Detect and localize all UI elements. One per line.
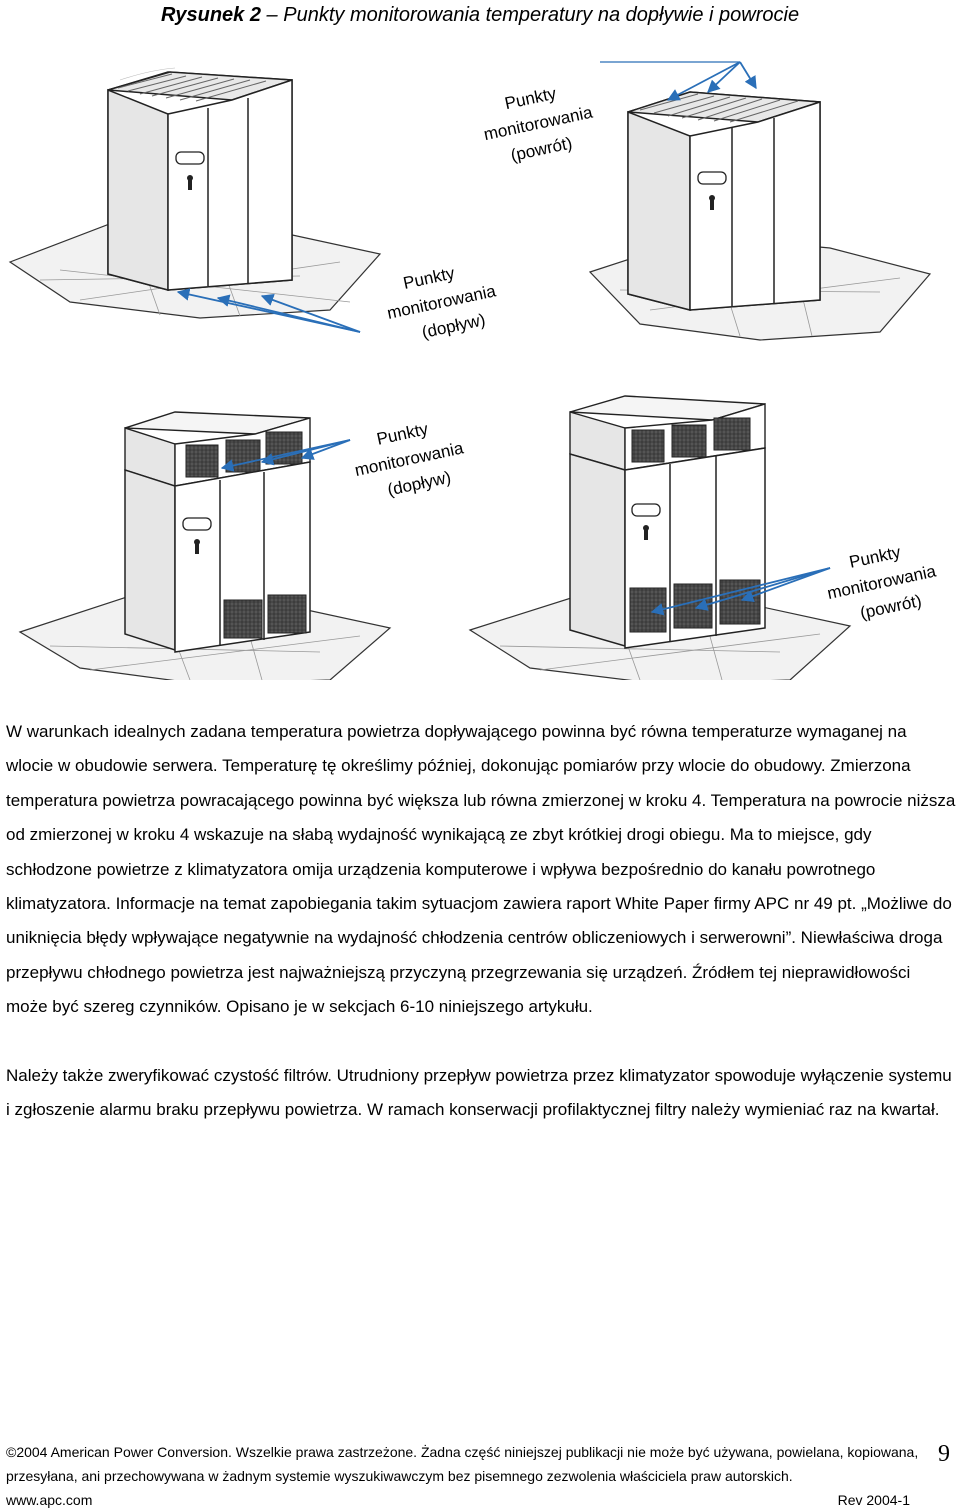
figure-caption: Punkty monitorowania temperatury na dopł… — [283, 4, 800, 26]
svg-text:monitorowania: monitorowania — [826, 561, 939, 603]
page-number: 9 — [938, 1441, 950, 1467]
svg-text:Punkty: Punkty — [375, 419, 430, 448]
svg-text:(dopływ): (dopływ) — [420, 310, 487, 342]
body-text: W warunkach idealnych zadana temperatura… — [6, 715, 956, 1127]
svg-text:Punkty: Punkty — [402, 263, 457, 292]
svg-text:(dopływ): (dopływ) — [386, 468, 453, 500]
footer-url[interactable]: www.apc.com — [6, 1492, 93, 1508]
footer-revision: Rev 2004-1 — [837, 1492, 910, 1508]
cabinet-bottom-right — [468, 395, 852, 680]
label-supply-top: Punkty monitorowania (dopływ) — [385, 263, 498, 342]
label-supply-mid: Punkty monitorowania (dopływ) — [353, 419, 466, 500]
paragraph-2: Należy także zweryfikować czystość filtr… — [6, 1065, 952, 1120]
svg-text:(powrót): (powrót) — [509, 133, 574, 165]
svg-text:monitorowania: monitorowania — [482, 103, 595, 145]
svg-text:Punkty: Punkty — [848, 542, 903, 571]
figure-title: Rysunek 2 – Punkty monitorowania tempera… — [0, 4, 960, 27]
cabinet-diagram: Punkty monitorowania (powrót) Punkty mon… — [0, 40, 960, 680]
cabinet-top-left — [8, 67, 382, 319]
svg-text:Punkty: Punkty — [503, 84, 558, 113]
label-return-top: Punkty monitorowania (powrót) — [482, 84, 595, 165]
footer-copyright: ©2004 American Power Conversion. Wszelki… — [6, 1444, 919, 1460]
cabinet-top-right — [588, 61, 932, 341]
paragraph-1: W warunkach idealnych zadana temperatura… — [6, 722, 956, 1017]
svg-text:(powrót): (powrót) — [858, 591, 923, 623]
page-footer: ©2004 American Power Conversion. Wszelki… — [6, 1440, 956, 1512]
title-dash: – — [261, 4, 284, 26]
footer-copyright-2: przesyłana, ani przechowywana w żadnym s… — [6, 1468, 793, 1484]
label-return-bottom: Punkty monitorowania (powrót) — [826, 542, 939, 623]
figure-number: Rysunek 2 — [160, 4, 261, 26]
cabinet-bottom-left — [18, 411, 392, 680]
